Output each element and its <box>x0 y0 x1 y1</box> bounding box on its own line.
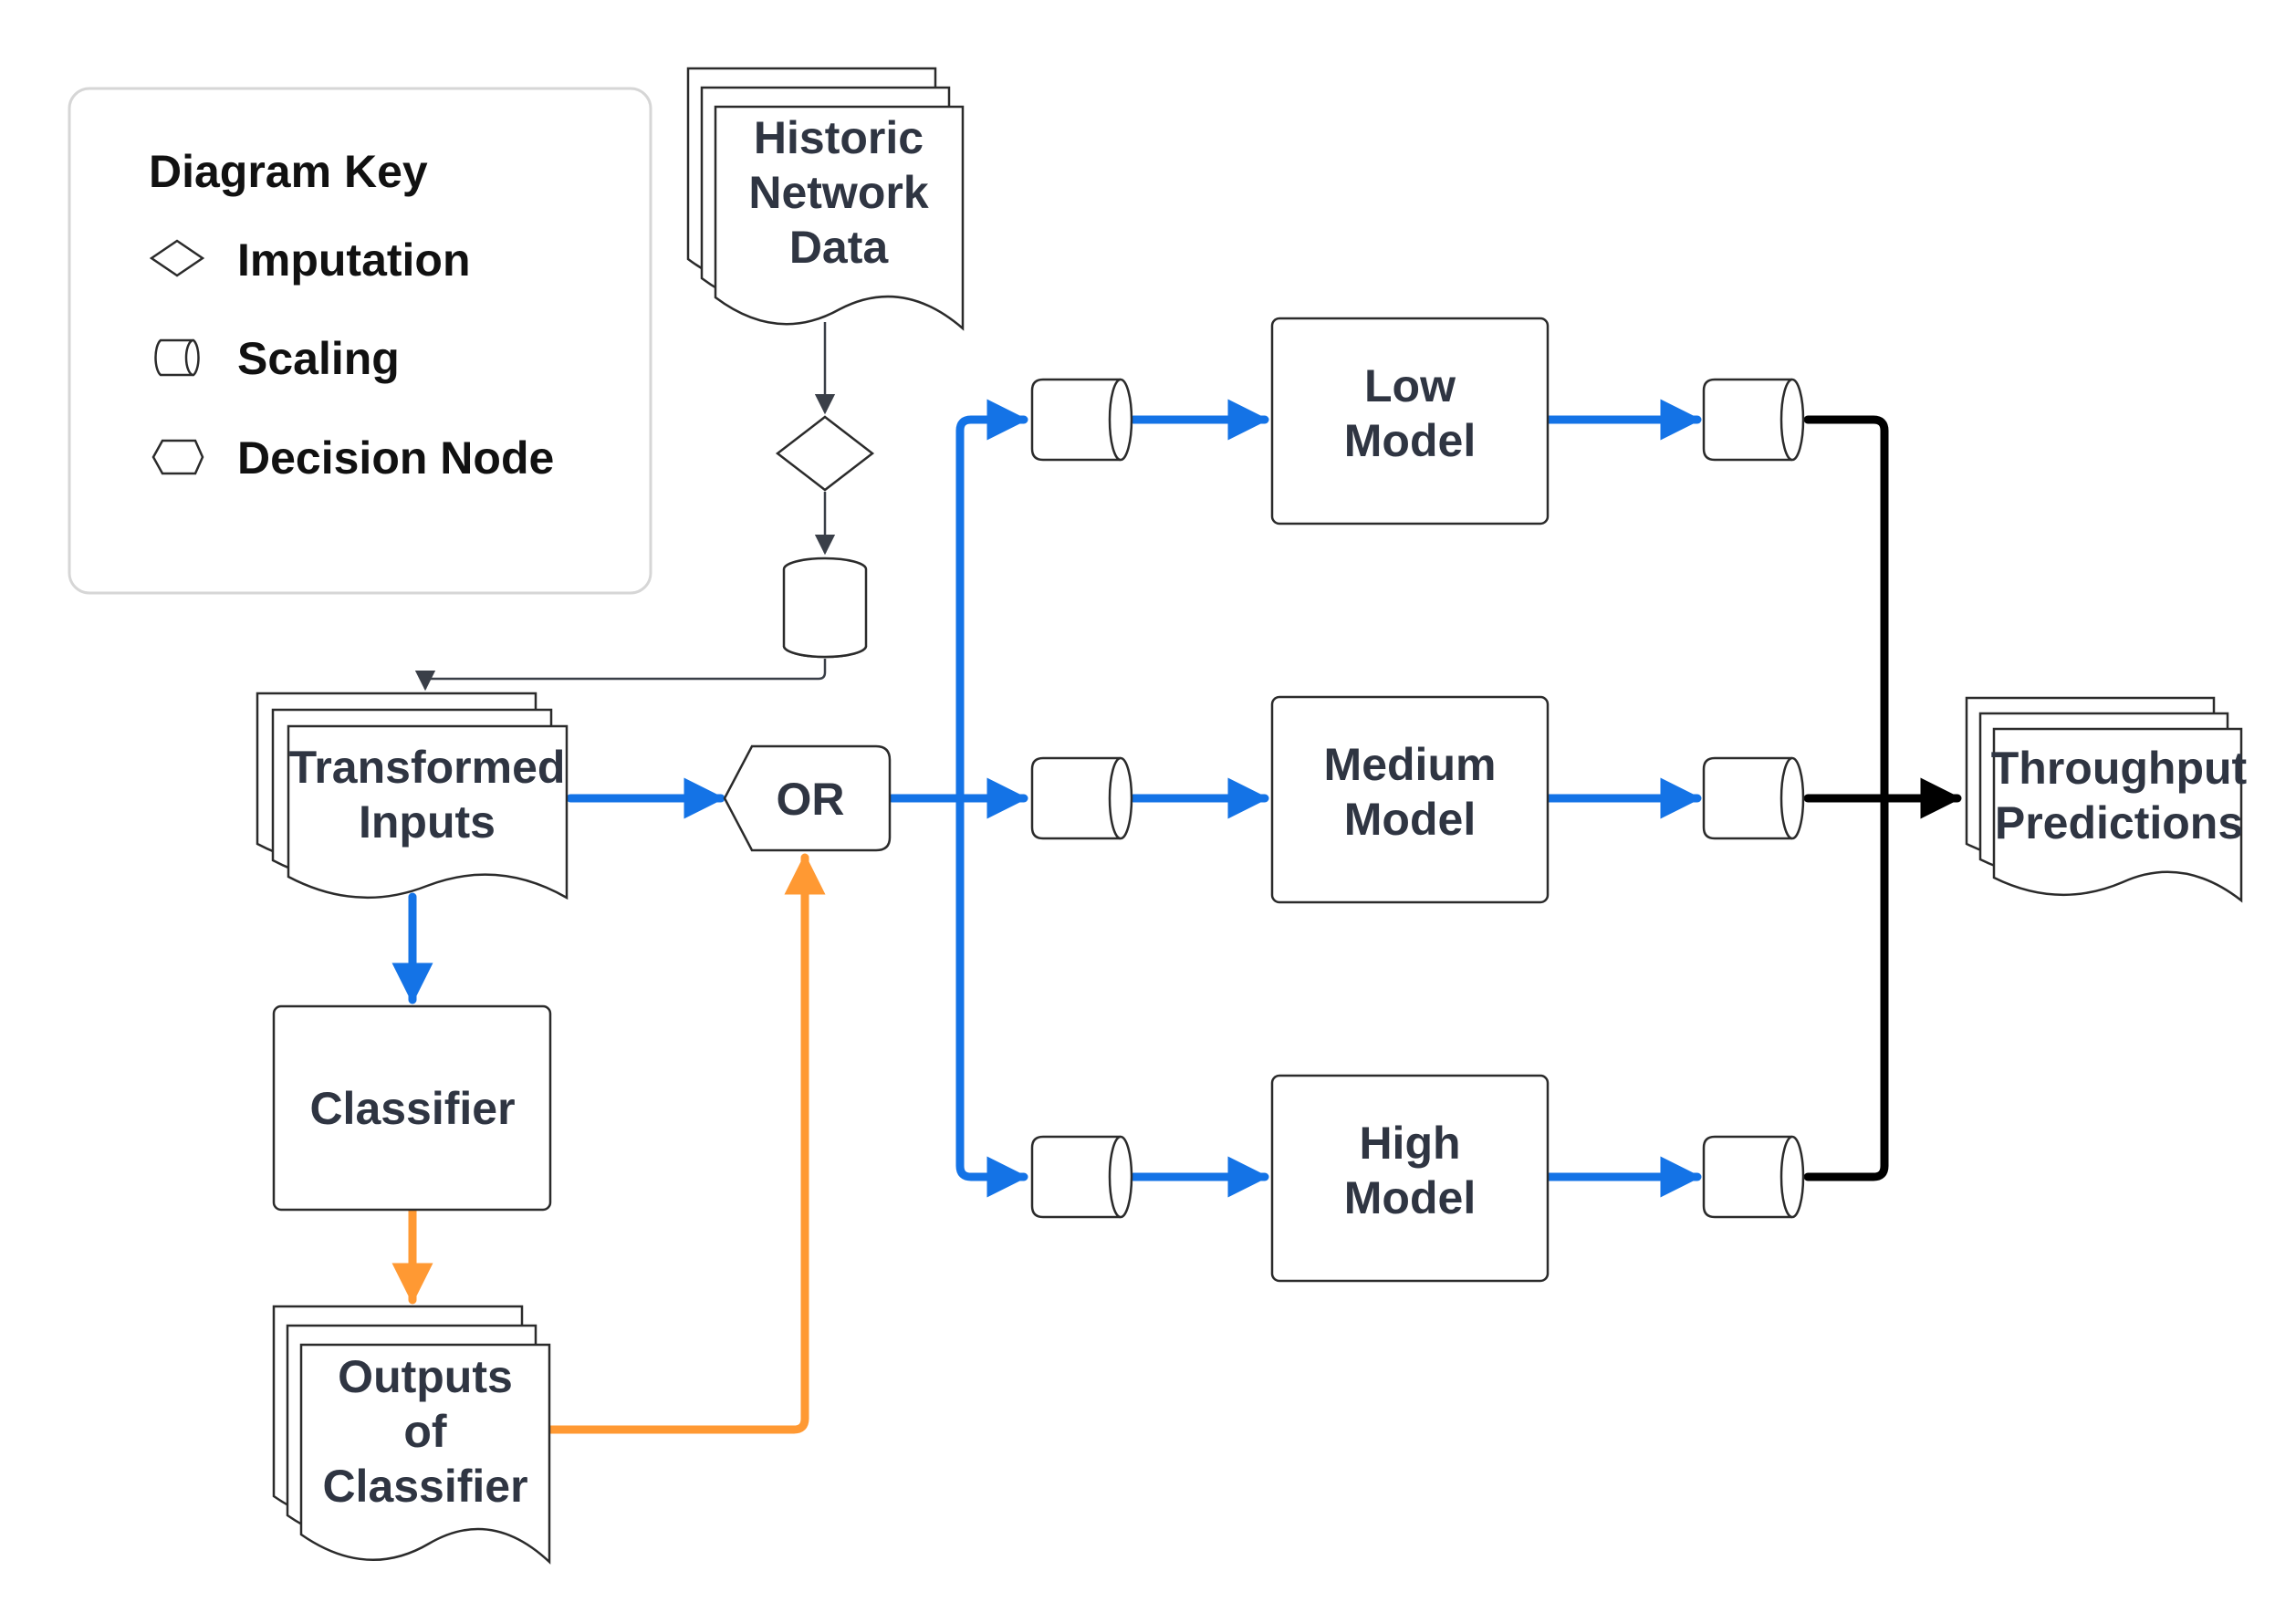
scaler-low-input <box>1030 378 1133 462</box>
historic-line-2: Network <box>748 167 928 218</box>
key-label-decision-node: Decision Node <box>237 432 554 484</box>
medium-model-box: Medium Model <box>1270 695 1550 904</box>
scaling-cylinder-vertical <box>782 557 868 659</box>
arrow-or-to-scaler-low <box>955 399 1028 803</box>
outputs-line-3: Classifier <box>322 1461 527 1512</box>
arrow-or-to-scaler-high <box>955 794 1028 1198</box>
imputation-diamond <box>775 415 875 492</box>
hexagon-icon <box>151 439 204 475</box>
outputs-line-2: of <box>403 1406 447 1457</box>
high-model-line-2: Model <box>1344 1172 1476 1223</box>
cylinder-icon <box>154 338 200 377</box>
high-model-box: High Model <box>1270 1074 1550 1283</box>
medium-model-line-2: Model <box>1344 794 1476 845</box>
low-model-line-1: Low <box>1364 360 1456 411</box>
outputs-line-1: Outputs <box>338 1351 513 1402</box>
diagram-key: Diagram Key Imputation Scaling Decision … <box>68 87 652 595</box>
medium-model-line-1: Medium <box>1324 739 1497 790</box>
historic-network-data: Historic Network Data <box>686 67 965 331</box>
key-label-imputation: Imputation <box>237 234 471 286</box>
historic-line-3: Data <box>789 222 890 273</box>
arrow-outputs-to-or <box>545 853 826 1434</box>
outputs-of-classifier: Outputs of Classifier <box>272 1305 551 1565</box>
throughput-predictions: Throughput Predictions <box>1965 696 2248 903</box>
predictions-line-1: Throughput <box>1991 743 2248 794</box>
transformed-line-1: Transformed <box>289 742 566 793</box>
classifier-box: Classifier <box>272 1004 552 1212</box>
scaler-medium-input <box>1030 756 1133 840</box>
historic-line-1: Historic <box>754 112 924 163</box>
key-frame <box>68 87 652 595</box>
scaler-medium-output <box>1702 756 1805 840</box>
high-model-line-1: High <box>1359 1118 1460 1169</box>
classifier-label: Classifier <box>309 1083 515 1134</box>
low-model-box: Low Model <box>1270 317 1550 525</box>
low-model-line-2: Model <box>1344 415 1476 466</box>
or-label: OR <box>777 774 845 825</box>
connectors <box>391 322 1962 1434</box>
predictions-line-2: Predictions <box>1995 797 2243 848</box>
or-decision-node: OR <box>723 744 892 852</box>
arrow-scaling-to-transformed <box>414 659 827 692</box>
transformed-line-2: Inputs <box>359 796 496 848</box>
key-label-scaling: Scaling <box>237 333 400 384</box>
transformed-inputs: Transformed Inputs <box>256 692 569 900</box>
diamond-icon <box>149 239 205 277</box>
scaler-high-output <box>1702 1135 1805 1219</box>
key-title: Diagram Key <box>149 146 428 197</box>
scaler-high-input <box>1030 1135 1133 1219</box>
scaler-low-output <box>1702 378 1805 462</box>
